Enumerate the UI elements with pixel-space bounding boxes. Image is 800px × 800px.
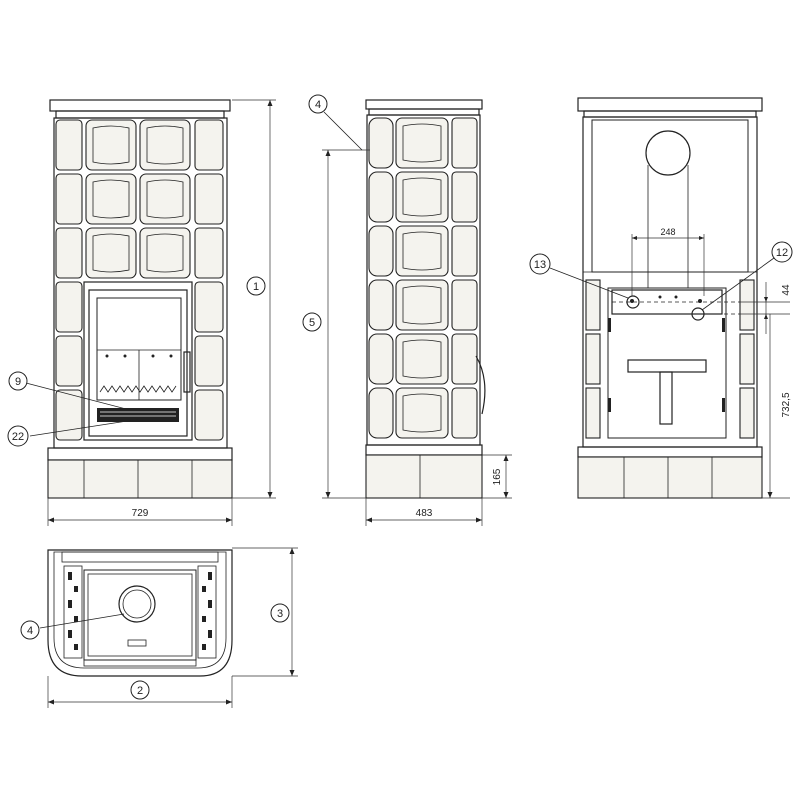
rear-upper-panel (591, 119, 749, 273)
connection-offset-dimension: 44 (740, 282, 792, 334)
connection-spacing-dimension: 248 (631, 227, 705, 296)
front-width-label: 729 (132, 508, 149, 519)
callout-13: 13 (529, 253, 551, 275)
front-width-dimension: 729 (47, 498, 233, 526)
front-height-dimension (232, 99, 276, 499)
callout-22: 22 (7, 425, 29, 447)
svg-text:12: 12 (776, 247, 788, 259)
plan-depth-dimension (232, 547, 298, 677)
firebox-door (83, 281, 193, 441)
base-height-label: 165 (492, 468, 503, 485)
plan-width-dimension (47, 676, 233, 708)
svg-text:9: 9 (15, 376, 21, 388)
front-tiles (55, 119, 224, 441)
plan-right-frame (197, 565, 217, 659)
side-door-handle (475, 355, 486, 415)
svg-text:13: 13 (534, 259, 546, 271)
svg-text:4: 4 (27, 625, 33, 637)
front-base (47, 447, 233, 499)
flue-height-dimension (322, 149, 370, 499)
door-handle (183, 351, 191, 393)
rear-view: 248 44 732,5 (549, 97, 792, 499)
connection-height-label: 732,5 (781, 392, 792, 417)
side-view: 483 165 (322, 99, 512, 526)
plan-view (39, 547, 298, 708)
callout-3: 3 (270, 603, 290, 623)
rear-flue-outlet (645, 130, 691, 176)
callout-9: 9 (8, 371, 28, 391)
callout-4-plan: 4 (20, 620, 40, 640)
front-view: 729 (25, 99, 276, 526)
callout-4-side: 4 (308, 94, 328, 114)
svg-text:1: 1 (253, 281, 259, 293)
plan-left-frame (63, 565, 83, 659)
ash-grate (97, 408, 179, 422)
svg-text:5: 5 (309, 317, 315, 329)
plan-outline (47, 549, 233, 677)
callout-1: 1 (246, 276, 266, 296)
callout-2: 2 (130, 680, 150, 700)
rear-top-cap (577, 97, 763, 112)
base-height-dimension: 165 (482, 454, 512, 499)
svg-text:4: 4 (315, 99, 321, 111)
svg-text:2: 2 (137, 685, 143, 697)
side-base (365, 444, 483, 499)
connection-spacing-label: 248 (660, 227, 675, 237)
front-top-cap (49, 99, 231, 112)
connection-offset-label: 44 (781, 284, 792, 296)
svg-text:3: 3 (277, 608, 283, 620)
rear-frame (607, 287, 727, 439)
side-depth-dimension: 483 (365, 498, 483, 526)
side-top-cap (365, 99, 483, 110)
plan-firebox (83, 569, 197, 661)
callout-12: 12 (771, 241, 793, 263)
callout-5: 5 (302, 312, 322, 332)
svg-text:22: 22 (12, 431, 24, 443)
plan-flue-outlet (118, 585, 156, 623)
side-depth-label: 483 (416, 508, 433, 519)
side-tiles (368, 117, 478, 439)
connection-height-dimension: 732,5 (762, 314, 792, 499)
